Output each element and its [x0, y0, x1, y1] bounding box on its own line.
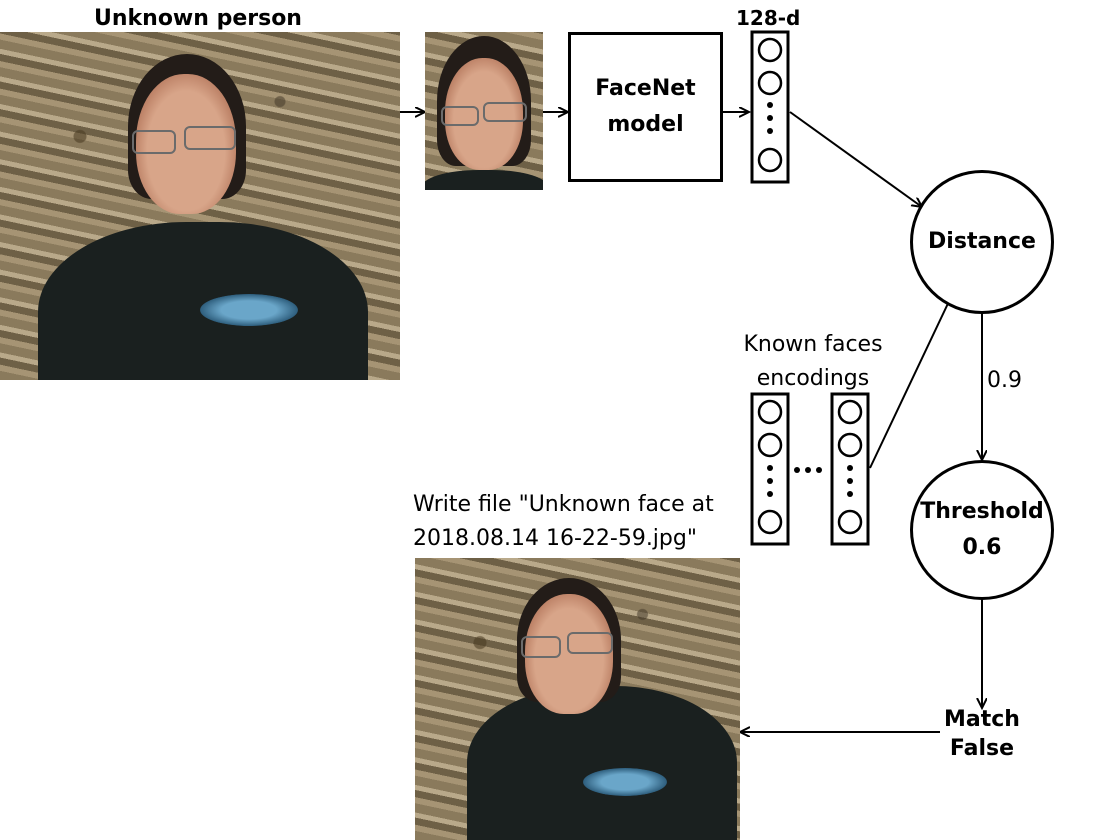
distance-node: Distance	[910, 170, 1054, 314]
write-file-line2: 2018.08.14 16-22-59.jpg"	[413, 526, 697, 551]
write-file-label: Write file "Unknown face at 2018.08.14 1…	[413, 488, 714, 556]
known-encodings-ellipsis	[794, 467, 822, 473]
known-encoding-vector-1	[750, 392, 790, 546]
unknown-person-photo	[0, 32, 400, 380]
vector-dimension-label: 128-d	[736, 6, 801, 30]
facenet-model-line1: FaceNet	[595, 76, 696, 101]
known-faces-line2: encodings	[756, 366, 870, 391]
match-result: Match False	[940, 705, 1024, 763]
embedding-vector	[750, 30, 790, 184]
cropped-face-photo	[425, 32, 543, 190]
distance-label: Distance	[928, 229, 1036, 254]
threshold-value: 0.6	[962, 535, 1002, 560]
match-label: Match	[944, 707, 1020, 732]
facenet-model-line2: model	[607, 112, 684, 137]
write-file-line1: Write file "Unknown face at	[413, 492, 714, 517]
distance-value: 0.9	[987, 368, 1022, 393]
known-encoding-vector-2	[830, 392, 870, 546]
threshold-node: Threshold 0.6	[910, 460, 1054, 600]
facenet-model-box: FaceNet model	[568, 32, 723, 182]
known-faces-line1: Known faces	[743, 332, 883, 357]
edge-known-to-distance	[869, 295, 952, 469]
saved-unknown-face-photo	[415, 558, 740, 840]
match-value: False	[949, 736, 1015, 761]
known-faces-label: Known faces encodings	[738, 328, 888, 396]
unknown-person-label: Unknown person	[94, 6, 302, 31]
threshold-label: Threshold	[920, 499, 1044, 524]
edge-vector-to-distance	[789, 111, 922, 207]
